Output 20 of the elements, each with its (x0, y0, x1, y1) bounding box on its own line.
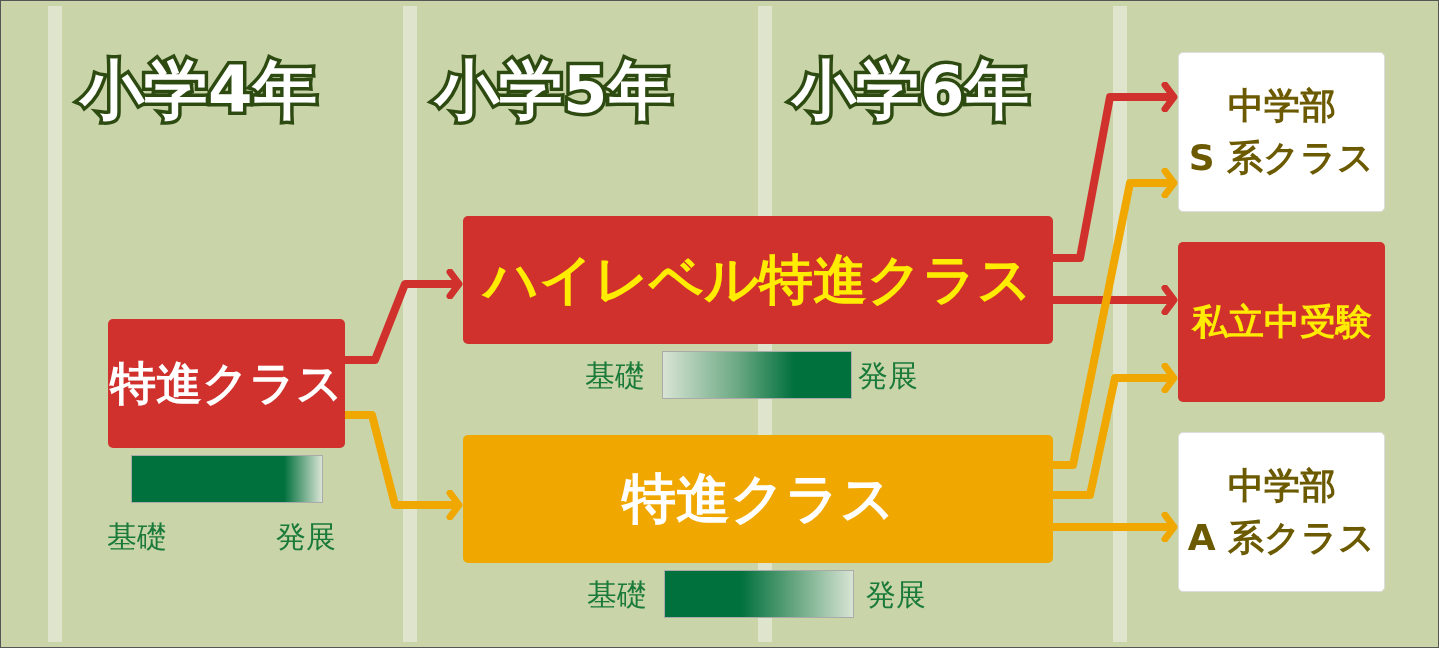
arrow (1053, 284, 1178, 316)
arrow (345, 411, 463, 521)
grade-heading: 小学5年 (435, 58, 672, 122)
arrow (1053, 81, 1178, 262)
scale-label: 基礎 (107, 522, 167, 552)
scale-label: 基礎 (585, 361, 645, 391)
grade-heading: 小学4年 (80, 58, 317, 122)
arrow (1053, 362, 1178, 499)
grade-heading: 小学6年 (792, 58, 1029, 122)
scale-label: 発展 (276, 522, 336, 552)
class-box: 特進クラス (108, 319, 345, 448)
class-box: ハイレベル特進クラス (463, 216, 1053, 344)
arrow (1053, 511, 1178, 543)
scale-label: 発展 (858, 361, 918, 391)
destination-box: 中学部 S 系クラス (1178, 52, 1385, 212)
class-box: 特進クラス (463, 435, 1053, 563)
arrow (345, 268, 463, 364)
arrow (1053, 167, 1178, 469)
destination-box: 中学部 A 系クラス (1178, 432, 1385, 592)
destination-box: 私立中受験 (1178, 242, 1385, 402)
